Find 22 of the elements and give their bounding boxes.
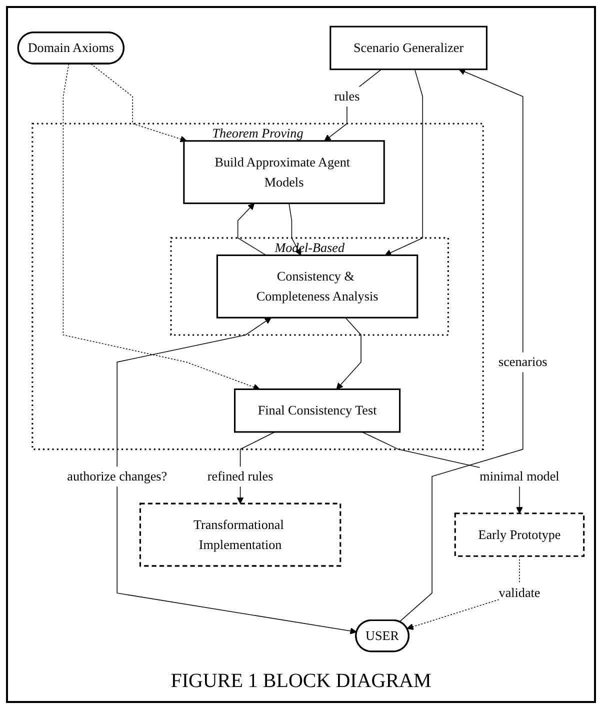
node-box: Build Approximate Agent Models [183, 140, 385, 204]
arrow [324, 68, 382, 142]
arrow [237, 203, 267, 256]
node-box: Final Consistency Test [234, 388, 401, 433]
edge-label: authorize changes? [67, 468, 168, 484]
edge-label: scenarios [498, 354, 548, 370]
arrow [90, 64, 187, 142]
arrow [116, 317, 357, 634]
figure-caption: FIGURE 1 BLOCK DIAGRAM [170, 670, 432, 693]
edge-label: minimal model [480, 468, 560, 484]
arrow [62, 64, 260, 390]
node-box: Scenario Generalizer [330, 26, 488, 70]
arrow [336, 317, 362, 390]
node-box: Transformational Implementation [139, 502, 342, 567]
edge-label: rules [334, 88, 360, 104]
arrow [384, 68, 423, 256]
edge-label: validate [498, 586, 540, 600]
arrow [288, 202, 302, 256]
node-box: Early Prototype [454, 512, 585, 557]
node-box: Consistency & Completeness Analysis [216, 254, 418, 318]
edge-label: refined rules [207, 468, 274, 484]
arrow [399, 68, 524, 622]
